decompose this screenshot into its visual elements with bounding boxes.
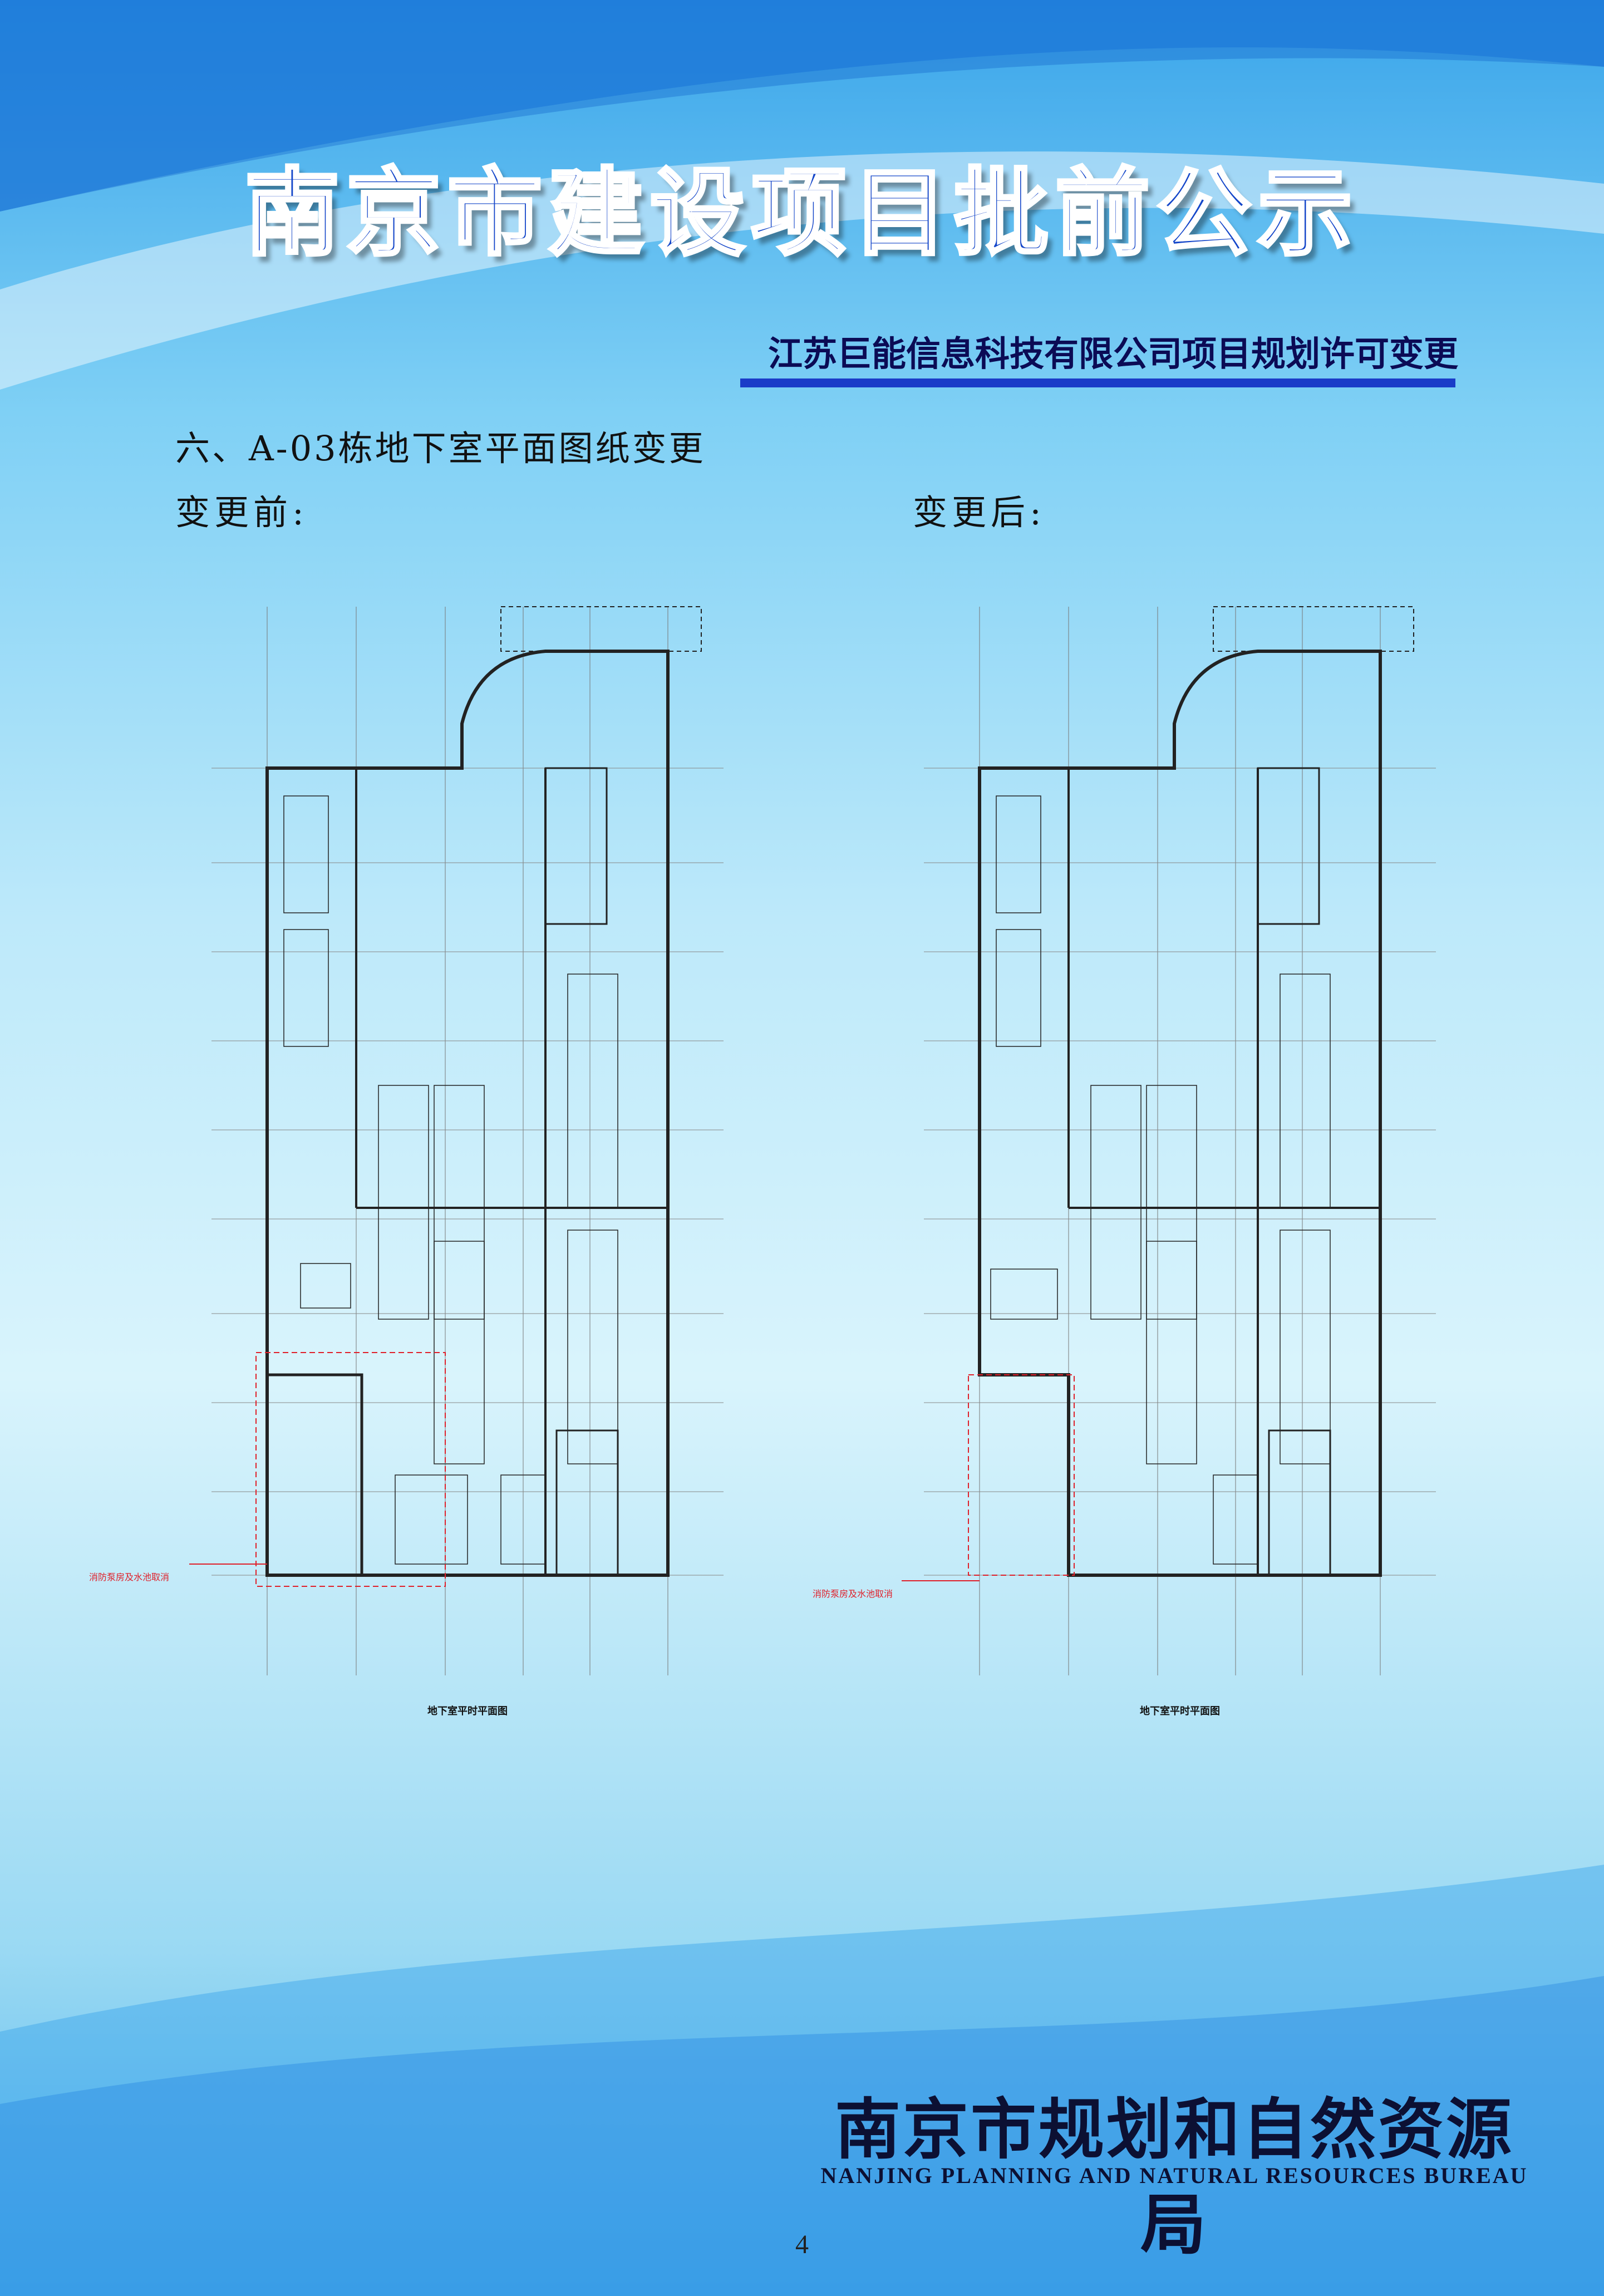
section-heading: 六、A-03栋地下室平面图纸变更 [175,428,706,469]
project-subtitle: 江苏巨能信息科技有限公司项目规划许可变更 [767,333,1458,374]
before-label: 变更前: [175,492,308,533]
floor-plan-after: 消防泵房及水池取消 地下室平时平面图 [813,584,1458,1831]
bureau-name-en: NANJING PLANNING AND NATURAL RESOURCES B… [820,2163,1528,2188]
plan-title-before: 地下室平时平面图 [427,1705,508,1717]
red-note-after: 消防泵房及水池取消 [813,1589,893,1599]
subtitle-underline [740,378,1455,387]
floor-plan-after-drawing [868,606,1436,1675]
red-note-before: 消防泵房及水池取消 [89,1572,170,1582]
floor-plan-before-drawing [156,606,724,1675]
plan-title-after: 地下室平时平面图 [1140,1705,1220,1717]
page-number: 4 [795,2230,809,2259]
floor-plan-before: 消防泵房及水池取消 地下室平时平面图 [89,584,746,1831]
bureau-name-cn: 南京市规划和自然资源局 [834,2091,1514,2263]
page-title: 南京市建设项目批前公示 [243,156,1359,271]
after-label: 变更后: [913,492,1046,533]
